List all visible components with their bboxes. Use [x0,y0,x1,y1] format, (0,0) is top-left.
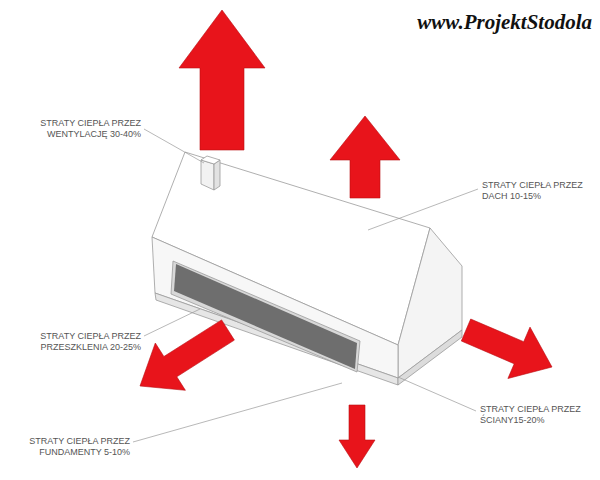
callout-label: STRATY CIEPŁA PRZEZ FUNDAMENTY 5-10% [25,436,130,458]
leader-line [144,129,204,163]
heat-arrow [140,320,234,390]
callout-label: STRATY CIEPŁA PRZEZ ŚCIANY15-20% [480,404,585,426]
heat-arrow [179,10,265,150]
callout-label: STRATY CIEPŁA PRZEZ PRZESZKLENIA 20-25% [36,331,141,353]
chimney [214,160,220,190]
leader-line [368,189,478,230]
leader-line [398,377,476,411]
callout-label: STRATY CIEPŁA PRZEZ DACH 10-15% [482,180,587,202]
heat-arrow [339,405,375,468]
heat-loss-arrows [140,10,552,468]
chimney [201,160,214,190]
watermark: www.ProjektStodola [417,10,592,35]
heat-arrow [461,319,552,379]
leader-line [144,309,200,336]
leader-lines [133,129,478,442]
heat-arrow [330,116,400,198]
callout-label: STRATY CIEPŁA PRZEZ WENTYLACJĘ 30-40% [36,118,141,140]
foundation [398,330,462,385]
leader-line [133,383,342,442]
